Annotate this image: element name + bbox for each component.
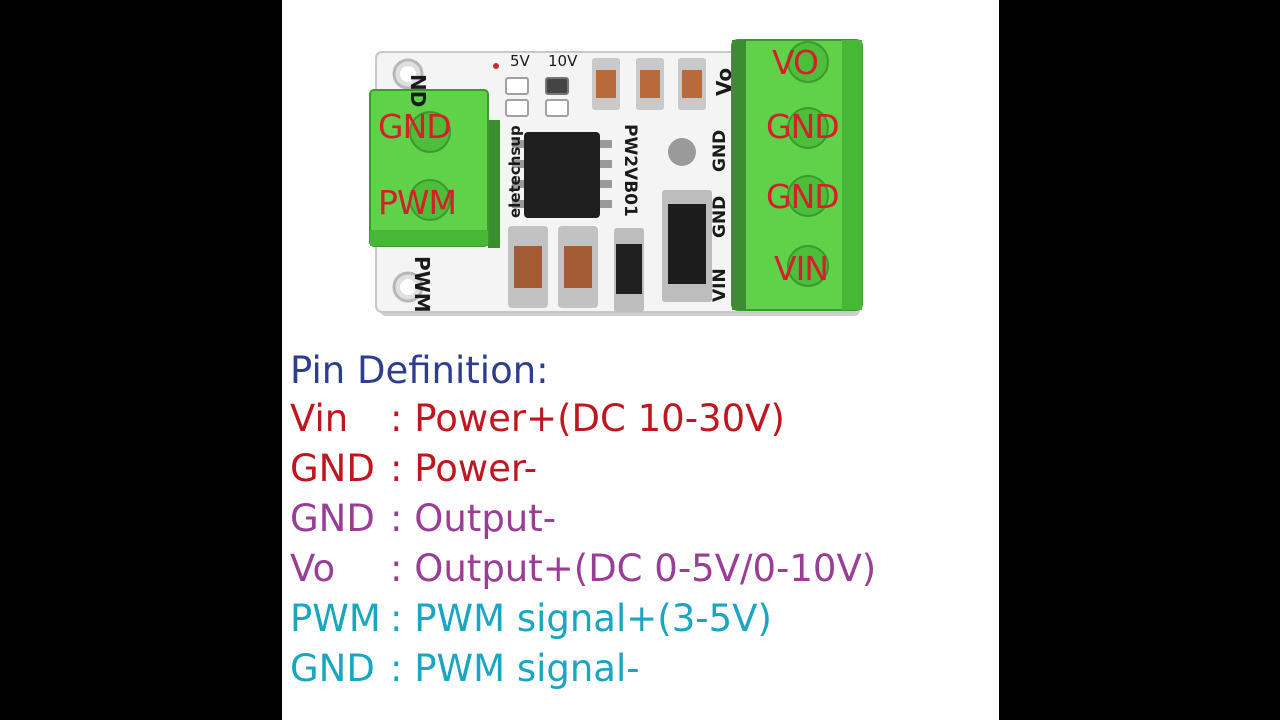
- ic-chip-icon: [512, 132, 612, 218]
- pcb-board-photo: 5V 10V ND PWM eletechsup PW2VB01 Vo GND …: [282, 0, 999, 340]
- pin-name: Vin: [290, 397, 360, 440]
- screw-icon: [787, 107, 829, 149]
- product-image-canvas: 5V 10V ND PWM eletechsup PW2VB01 Vo GND …: [282, 0, 999, 720]
- diode-icon: [614, 228, 644, 312]
- pin-description: PWM signal+(3-5V): [414, 597, 772, 640]
- screw-icon: [787, 41, 829, 83]
- label-left-gnd: GND: [378, 107, 452, 146]
- led-icon: [668, 138, 696, 166]
- silk-5v: 5V: [510, 52, 530, 70]
- regulator-icon: [662, 190, 712, 302]
- pin-name: PWM: [290, 597, 381, 640]
- pin-definition-title: Pin Definition:: [290, 349, 549, 392]
- screw-icon: [409, 111, 451, 153]
- pin-separator: :: [390, 597, 415, 640]
- pin-definition-row: GND: PWM signal-: [290, 644, 876, 694]
- pin-description: Output+(DC 0-5V/0-10V): [414, 547, 877, 590]
- capacitor-icon: [636, 58, 664, 110]
- pin-separator: :: [390, 497, 415, 540]
- silk-gnd-top: ND: [406, 74, 430, 108]
- label-right-gnd-1: GND: [766, 107, 840, 146]
- pin-description: PWM signal-: [414, 647, 640, 690]
- silk-gnd-2: GND: [710, 195, 730, 238]
- pin-separator: :: [390, 547, 415, 590]
- pin-description: Power-: [414, 447, 538, 490]
- right-terminal-block: [731, 39, 863, 311]
- pin-definition-row: Vin : Power+(DC 10-30V): [290, 394, 876, 444]
- silk-vin: VIN: [710, 268, 730, 302]
- label-right-vo: VO: [772, 43, 819, 82]
- pin-definition-row: GND: Output-: [290, 494, 876, 544]
- pin-name: Vo: [290, 547, 359, 590]
- silk-10v: 10V: [548, 52, 578, 70]
- pin-description: Power+(DC 10-30V): [414, 397, 785, 440]
- screw-icon: [409, 179, 451, 221]
- screw-icon: [787, 245, 829, 287]
- silk-vo: Vo: [712, 67, 736, 96]
- silk-pwm: PWM: [410, 256, 434, 313]
- pin-name: GND: [290, 447, 375, 490]
- pin-definition-block: Pin Definition: Vin : Power+(DC 10-30V) …: [290, 348, 876, 694]
- pin-separator: :: [390, 447, 415, 490]
- silk-model: PW2VB01: [620, 124, 640, 217]
- capacitor-icon: [592, 58, 620, 110]
- pin-name: GND: [290, 497, 375, 540]
- capacitor-icon: [508, 226, 548, 308]
- capacitor-icon: [558, 226, 598, 308]
- pin-definition-row: Vo : Output+(DC 0-5V/0-10V): [290, 544, 876, 594]
- pin-separator: :: [390, 397, 415, 440]
- capacitor-icon: [678, 58, 706, 110]
- label-right-gnd-2: GND: [766, 177, 840, 216]
- pcb-board-graphic: [369, 39, 863, 316]
- left-terminal-block: [369, 89, 500, 248]
- screw-icon: [787, 175, 829, 217]
- pin-definition-list: Vin : Power+(DC 10-30V) GND: Power- GND:…: [290, 394, 876, 694]
- silk-gnd-1: GND: [710, 129, 730, 172]
- label-right-vin: VIN: [774, 249, 829, 288]
- pin-name: GND: [290, 647, 375, 690]
- silk-brand: eletechsup: [506, 125, 524, 218]
- label-left-pwm: PWM: [378, 183, 457, 222]
- pin-definition-row: GND: Power-: [290, 444, 876, 494]
- pin-separator: :: [390, 647, 415, 690]
- pin-description: Output-: [414, 497, 557, 540]
- pin-definition-row: PWM: PWM signal+(3-5V): [290, 594, 876, 644]
